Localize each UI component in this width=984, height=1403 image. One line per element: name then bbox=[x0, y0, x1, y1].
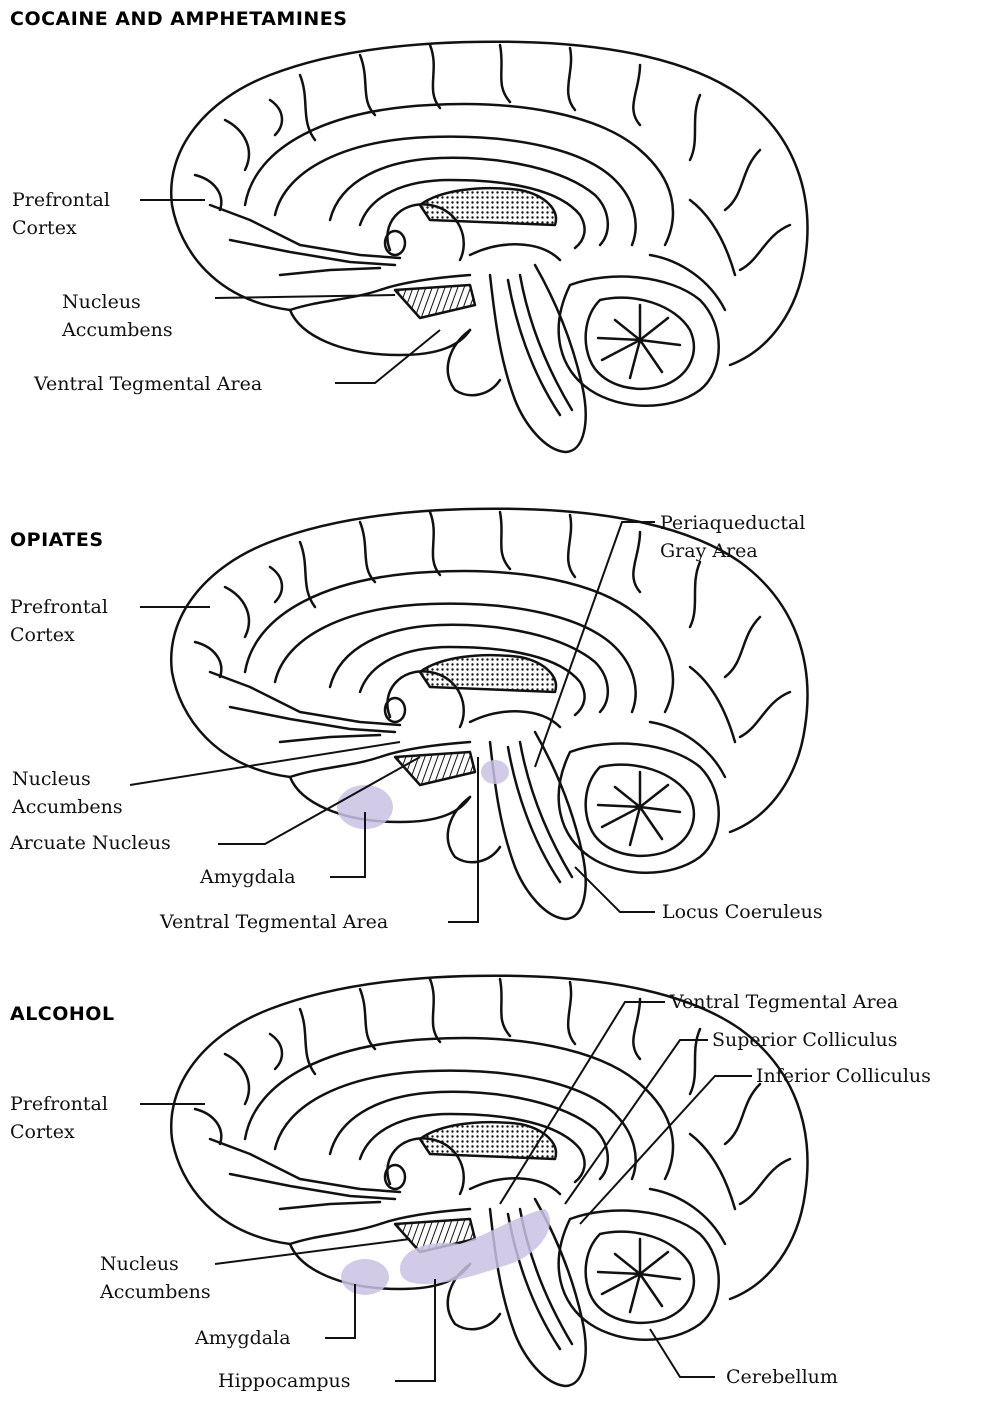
cerebellum-label: Cerebellum bbox=[726, 1363, 838, 1391]
opiates-panel: OPIATES Periaqueductal Gray Area Prefron… bbox=[0, 467, 984, 934]
ventral-tegmental-area-label: Ventral Tegmental Area bbox=[34, 370, 262, 398]
periaqueductal-highlight bbox=[481, 760, 509, 784]
ventral-tegmental-area-label: Ventral Tegmental Area bbox=[160, 908, 388, 936]
amygdala-label: Amygdala bbox=[200, 863, 296, 891]
panel-title: OPIATES bbox=[10, 529, 104, 551]
arcuate-nucleus-label: Arcuate Nucleus bbox=[10, 829, 171, 857]
amygdala-label: Amygdala bbox=[195, 1324, 291, 1352]
prefrontal-cortex-label: Prefrontal Cortex bbox=[12, 186, 110, 242]
nucleus-accumbens-label: Nucleus Accumbens bbox=[12, 765, 123, 821]
periaqueductal-gray-area-label: Periaqueductal Gray Area bbox=[660, 509, 805, 565]
cocaine-amphetamines-panel: COCAINE AND AMPHETAMINES Prefrontal Cort… bbox=[0, 0, 984, 467]
alcohol-panel: ALCOHOL Ventral Tegmental Area Superior … bbox=[0, 934, 984, 1401]
nucleus-accumbens-label: Nucleus Accumbens bbox=[100, 1250, 211, 1306]
ventral-tegmental-area-label: Ventral Tegmental Area bbox=[670, 988, 898, 1016]
panel-title: ALCOHOL bbox=[10, 1003, 115, 1025]
inferior-colliculus-label: Inferior Colliculus bbox=[756, 1062, 931, 1090]
hippocampus-label: Hippocampus bbox=[218, 1367, 351, 1395]
hippocampus-highlight bbox=[400, 1209, 550, 1284]
panel-title: COCAINE AND AMPHETAMINES bbox=[10, 8, 347, 30]
locus-coeruleus-label: Locus Coeruleus bbox=[662, 898, 823, 926]
nucleus-accumbens-label: Nucleus Accumbens bbox=[62, 288, 173, 344]
superior-colliculus-label: Superior Colliculus bbox=[712, 1026, 898, 1054]
prefrontal-cortex-label: Prefrontal Cortex bbox=[10, 593, 108, 649]
prefrontal-cortex-label: Prefrontal Cortex bbox=[10, 1090, 108, 1146]
amygdala-highlight bbox=[341, 1259, 389, 1295]
brain-diagram bbox=[0, 467, 984, 934]
